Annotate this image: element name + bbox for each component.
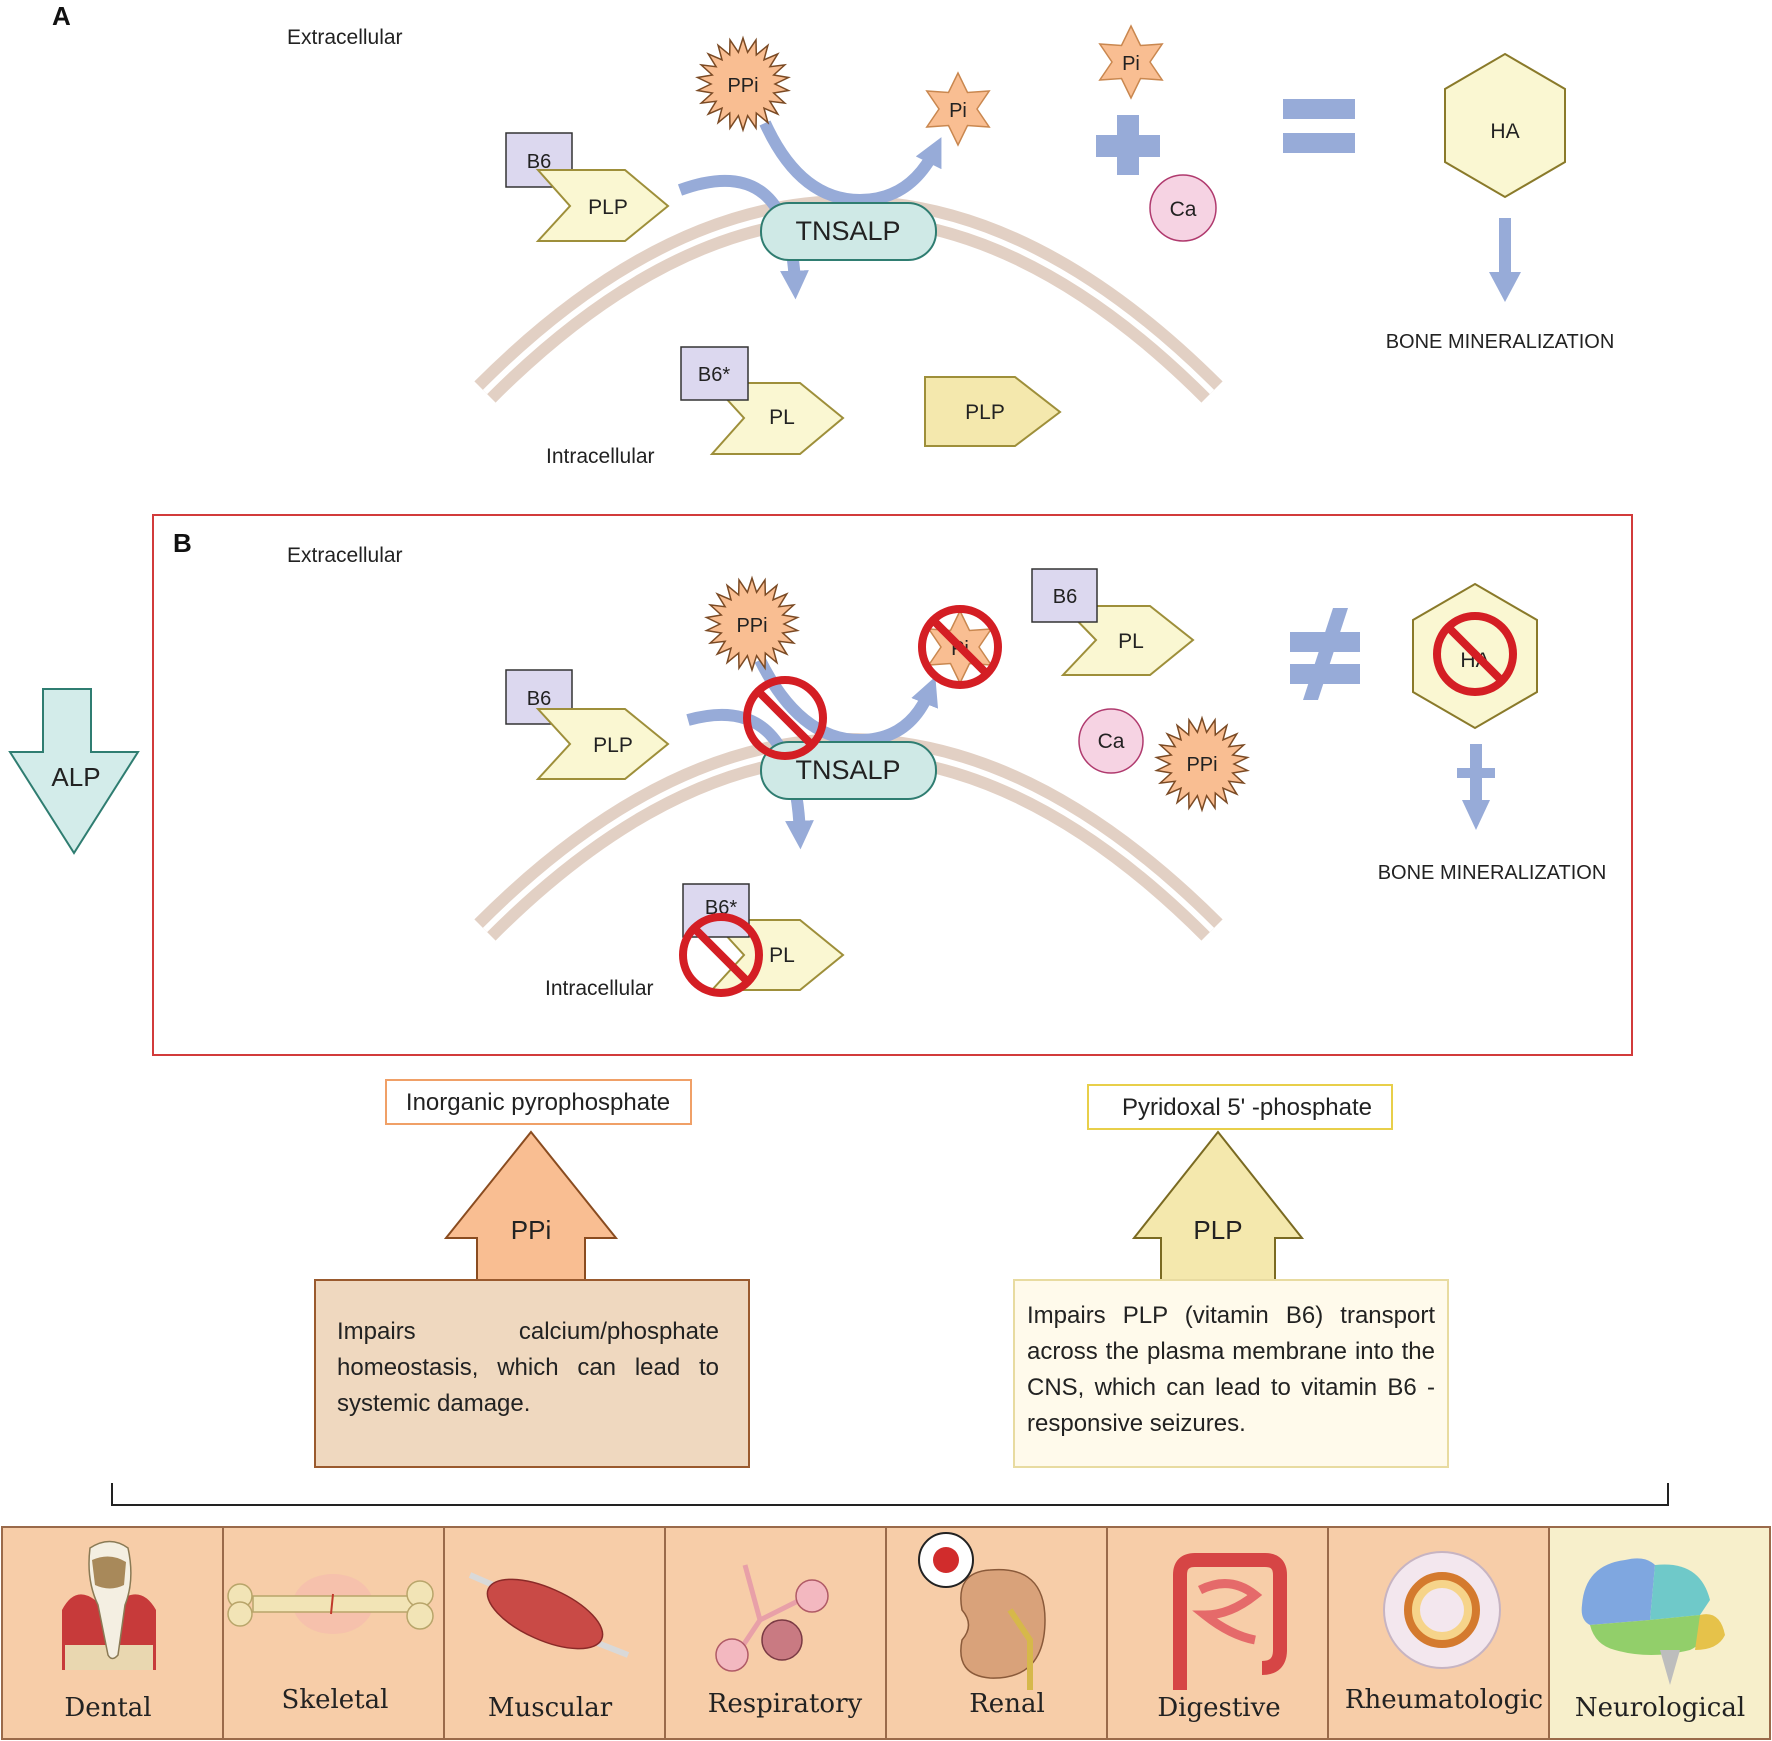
system-label: Renal: [969, 1689, 1045, 1719]
b6-star-box: [680, 346, 749, 401]
reduced-down-arrow-icon: [1457, 744, 1495, 830]
down-arrow-icon: [1489, 218, 1521, 302]
plp-title-box: [1087, 1084, 1393, 1130]
intracellular-label: Intracellular: [546, 445, 655, 468]
intracellular-label-b: Intracellular: [545, 977, 654, 1000]
panel-a: A Extracellular Intracellular TNSALP PPi…: [52, 1, 1614, 468]
ppi-accumulated-label: PPi: [1186, 754, 1217, 776]
outcome-label: BONE MINERALIZATION: [1386, 331, 1615, 353]
system-label: Respiratory: [708, 1689, 863, 1719]
ppi-increase-arrow: [443, 1130, 619, 1281]
plp-label-b: PLP: [593, 734, 633, 757]
b6-label: B6: [527, 151, 551, 173]
ppi-title-box: [385, 1079, 692, 1125]
extracellular-label-b: Extracellular: [287, 544, 403, 567]
tnsalp-enzyme: TNSALP: [760, 202, 937, 261]
ha-label: HA: [1490, 120, 1519, 143]
panel-a-label: A: [52, 1, 71, 31]
ppi-description: Impairs calcium/phosphate homeostasis, w…: [337, 1318, 719, 1417]
organ-systems-row: Dental Skeletal Muscular Respiratory Ren…: [1, 1526, 1771, 1740]
equals-sign: [1283, 99, 1355, 153]
pi-molecule: Pi: [925, 71, 991, 147]
bone-icon: [227, 1574, 434, 1634]
inhibition-icon: [1433, 612, 1517, 696]
pl-molecule-right: [1060, 605, 1195, 676]
outcome-label-b: BONE MINERALIZATION: [1378, 862, 1607, 884]
ppi-label: PPi: [727, 75, 758, 97]
ca-label-b: Ca: [1098, 730, 1125, 753]
pi-label: Pi: [1122, 53, 1140, 75]
tnsalp-label: TNSALP: [795, 216, 900, 246]
intestine-icon: [1173, 1553, 1287, 1690]
systems-bracket: [111, 1483, 1669, 1506]
system-label: Muscular: [488, 1693, 613, 1723]
ppi-hydrolysis-arrow: [759, 120, 942, 207]
b6-label-b: B6: [527, 688, 551, 710]
inhibition-icon: [743, 676, 827, 760]
tnsalp-enzyme-b: TNSALP: [760, 741, 937, 800]
plp-title: Pyridoxal 5' -phosphate: [1122, 1094, 1372, 1121]
ppi-molecule-b: PPi: [704, 575, 800, 673]
plp-intracellular-molecule: [924, 376, 1062, 447]
pl-label: PL: [769, 406, 795, 429]
b6-right-label: B6: [1053, 586, 1077, 608]
plp-dephosphorylation-arrow-b: [686, 709, 814, 850]
ppi-molecule: PPi: [695, 35, 791, 133]
ca-label: Ca: [1170, 198, 1197, 221]
plp-description-box: [1013, 1279, 1449, 1468]
alp-label: ALP: [51, 762, 100, 792]
tnsalp-label-b: TNSALP: [795, 755, 900, 785]
muscle-icon: [468, 1572, 630, 1658]
plp-description: Impairs PLP (vitamin B6) transport acros…: [1027, 1302, 1435, 1437]
system-label: Skeletal: [282, 1685, 389, 1715]
ppi-arrow-label: PPi: [511, 1215, 551, 1245]
inhibition-icon: [679, 913, 763, 997]
panel-b-frame: [152, 514, 1633, 1056]
pi-ion: Pi: [1098, 24, 1164, 100]
plp-consequence: Pyridoxal 5' -phosphate PLP: [1013, 1084, 1449, 1468]
b6-star-label: B6*: [698, 364, 730, 386]
ppi-description-box: [314, 1279, 750, 1468]
not-equal-sign: [1290, 608, 1360, 700]
plp-arrow-label: PLP: [1193, 1215, 1242, 1245]
system-label: Dental: [64, 1693, 151, 1723]
calcium-ion-b: Ca: [1078, 708, 1144, 774]
b6-box-right: [1031, 568, 1098, 623]
plp-intracellular-label: PLP: [965, 401, 1005, 424]
panel-b: B Extracellular Intracellular TNSALP PPi…: [152, 514, 1633, 1056]
plp-label: PLP: [588, 196, 628, 219]
pl-label-b: PL: [769, 944, 795, 967]
kidney-icon: [918, 1532, 1046, 1690]
panel-b-label: B: [173, 528, 192, 558]
brain-icon: [1581, 1558, 1725, 1685]
plus-sign: [1096, 115, 1160, 175]
pl-right-label: PL: [1118, 630, 1144, 653]
ppi-accumulated-molecule: PPi: [1154, 715, 1250, 813]
lung-alveoli-icon: [715, 1564, 829, 1672]
tooth-icon: [62, 1540, 156, 1670]
joint-icon: [1383, 1551, 1501, 1669]
extracellular-label: Extracellular: [287, 26, 403, 49]
b6-star-label-b: B6*: [705, 897, 737, 919]
alp-decrease-arrow: ALP: [8, 688, 140, 855]
hydroxyapatite-crystal: HA: [1444, 52, 1566, 199]
system-label: Neurological: [1575, 1693, 1745, 1723]
ppi-hydrolysis-arrow-b: [754, 657, 939, 747]
inhibition-icon: [918, 605, 1002, 689]
calcium-ion: Ca: [1149, 174, 1217, 242]
ppi-label-b: PPi: [736, 615, 767, 637]
plp-increase-arrow: [1131, 1130, 1305, 1281]
plp-molecule-b: [535, 708, 670, 780]
ppi-consequence: Inorganic pyrophosphate PPi: [314, 1079, 750, 1468]
system-label: Rheumatologic: [1345, 1685, 1543, 1715]
system-label: Digestive: [1157, 1693, 1280, 1723]
plp-molecule: [535, 169, 670, 242]
pi-product-label: Pi: [949, 100, 967, 122]
ppi-title: Inorganic pyrophosphate: [406, 1089, 670, 1116]
